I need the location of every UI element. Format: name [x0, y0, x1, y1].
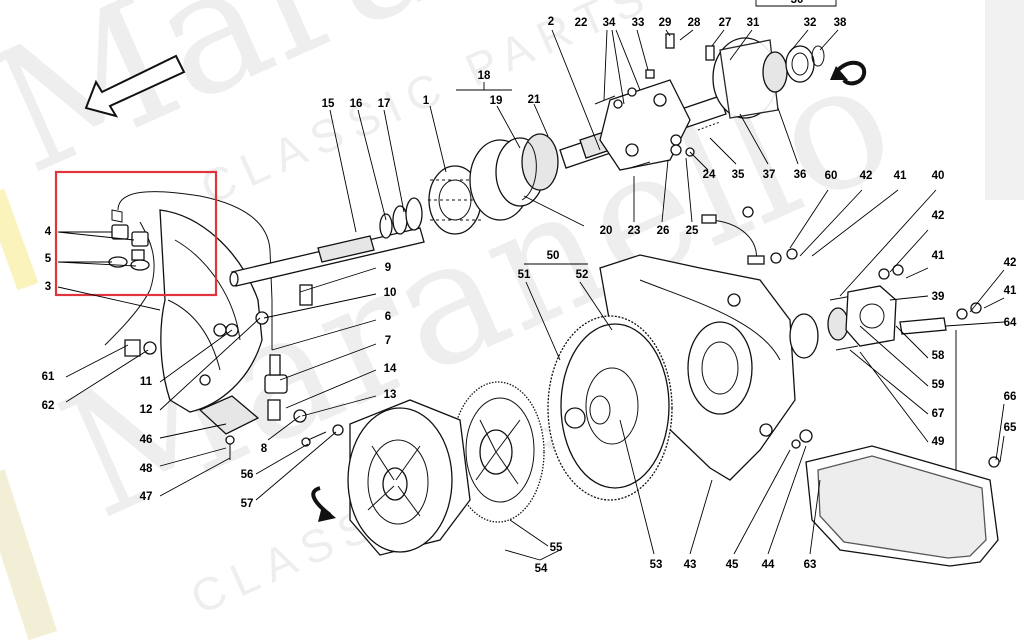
sensor-lead	[701, 206, 798, 265]
watermark-emblem-fragment	[0, 469, 58, 641]
callout-48: 48	[140, 463, 153, 475]
callout-38: 38	[834, 17, 847, 29]
callout-11: 11	[140, 376, 153, 388]
callout-lines	[57, 0, 1005, 561]
callout-24: 24	[703, 169, 716, 181]
callout-54: 54	[535, 563, 548, 575]
callout-27: 27	[719, 17, 732, 29]
callout-39: 39	[932, 291, 945, 303]
callout-47: 47	[140, 491, 153, 503]
callout-59: 59	[932, 379, 945, 391]
bearing-carrier	[599, 79, 691, 171]
slave-cylinder	[845, 264, 982, 347]
callout-64: 64	[1004, 317, 1017, 329]
callout-20: 20	[600, 225, 613, 237]
callout-19: 19	[490, 95, 503, 107]
callout-60: 60	[825, 170, 838, 182]
callout-15: 15	[322, 98, 335, 110]
callout-42-sensor: 42	[860, 170, 873, 182]
flywheel	[547, 315, 673, 501]
callout-62: 62	[42, 400, 55, 412]
clutch-disc	[451, 381, 545, 523]
callout-8: 8	[261, 443, 268, 455]
callout-55: 55	[550, 542, 563, 554]
bleed-nipple-assembly	[108, 224, 150, 271]
callout-66: 66	[1004, 391, 1017, 403]
callout-58: 58	[932, 350, 945, 362]
callout-67: 67	[932, 408, 945, 420]
callout-52: 52	[576, 269, 589, 281]
callout-21: 21	[528, 94, 541, 106]
callout-33: 33	[632, 17, 645, 29]
clutch-housing	[599, 254, 796, 481]
input-shaft	[229, 227, 425, 287]
callout-9: 9	[385, 262, 391, 274]
callout-41-bracket: 41	[1004, 285, 1017, 297]
callout-10: 10	[384, 287, 397, 299]
shaft-spacers	[379, 197, 423, 239]
callout-14: 14	[384, 363, 397, 375]
callout-46: 46	[140, 434, 153, 446]
callout-41-cylinder: 41	[932, 250, 945, 262]
callout-labels: 1 2 3 4 5 6 7 8 9 10 11 12 13 14 15 16 1…	[42, 0, 1017, 575]
rear-bearing-drum	[712, 37, 825, 119]
callout-49: 49	[932, 436, 945, 448]
callout-56: 56	[241, 469, 254, 481]
watermark-emblem-fragment	[0, 188, 39, 291]
callout-53: 53	[650, 559, 663, 571]
callout-5: 5	[45, 253, 52, 265]
callout-42-bracket: 42	[1004, 257, 1017, 269]
callout-32: 32	[804, 17, 817, 29]
callout-41-sensor: 41	[894, 170, 907, 182]
callout-2: 2	[548, 16, 554, 28]
callout-43: 43	[684, 559, 697, 571]
view-direction-arrow-icon	[84, 54, 186, 118]
callout-3: 3	[45, 281, 51, 293]
callout-26: 26	[657, 225, 670, 237]
synchro-assembly	[469, 133, 559, 221]
callout-22: 22	[575, 17, 588, 29]
callout-51: 51	[518, 269, 531, 281]
pressure-plate	[293, 399, 471, 556]
callout-30: 30	[791, 0, 804, 6]
underbody-cover	[791, 330, 1000, 567]
callout-28: 28	[688, 17, 701, 29]
callout-25: 25	[686, 225, 699, 237]
release-bearing	[789, 295, 859, 359]
callout-13: 13	[384, 389, 397, 401]
callout-42-cylinder: 42	[932, 210, 945, 222]
watermark-emblem-fragment	[985, 0, 1024, 200]
callout-18: 18	[478, 70, 491, 82]
callout-34: 34	[603, 17, 616, 29]
callout-36: 36	[794, 169, 807, 181]
callout-45: 45	[726, 559, 739, 571]
callout-40: 40	[932, 170, 945, 182]
clutch-slave-fittings	[124, 284, 313, 421]
callout-12: 12	[140, 404, 153, 416]
callout-7: 7	[385, 335, 391, 347]
callout-63: 63	[804, 559, 817, 571]
callout-61: 61	[42, 371, 55, 383]
callout-37: 37	[763, 169, 776, 181]
callout-50: 50	[547, 250, 560, 262]
callout-1: 1	[423, 95, 430, 107]
callout-23: 23	[628, 225, 641, 237]
callout-31: 31	[747, 17, 760, 29]
callout-65: 65	[1004, 422, 1017, 434]
callout-44: 44	[762, 559, 775, 571]
callout-4: 4	[45, 226, 52, 238]
rotation-arrow-icon	[311, 486, 336, 522]
callout-17: 17	[378, 98, 391, 110]
callout-57: 57	[241, 498, 254, 510]
callout-6: 6	[385, 311, 391, 323]
callout-16: 16	[350, 98, 363, 110]
callout-35: 35	[732, 169, 745, 181]
highlighted-region-frame	[54, 170, 218, 297]
callout-29: 29	[659, 17, 672, 29]
rotation-arrow-icon	[830, 60, 867, 86]
